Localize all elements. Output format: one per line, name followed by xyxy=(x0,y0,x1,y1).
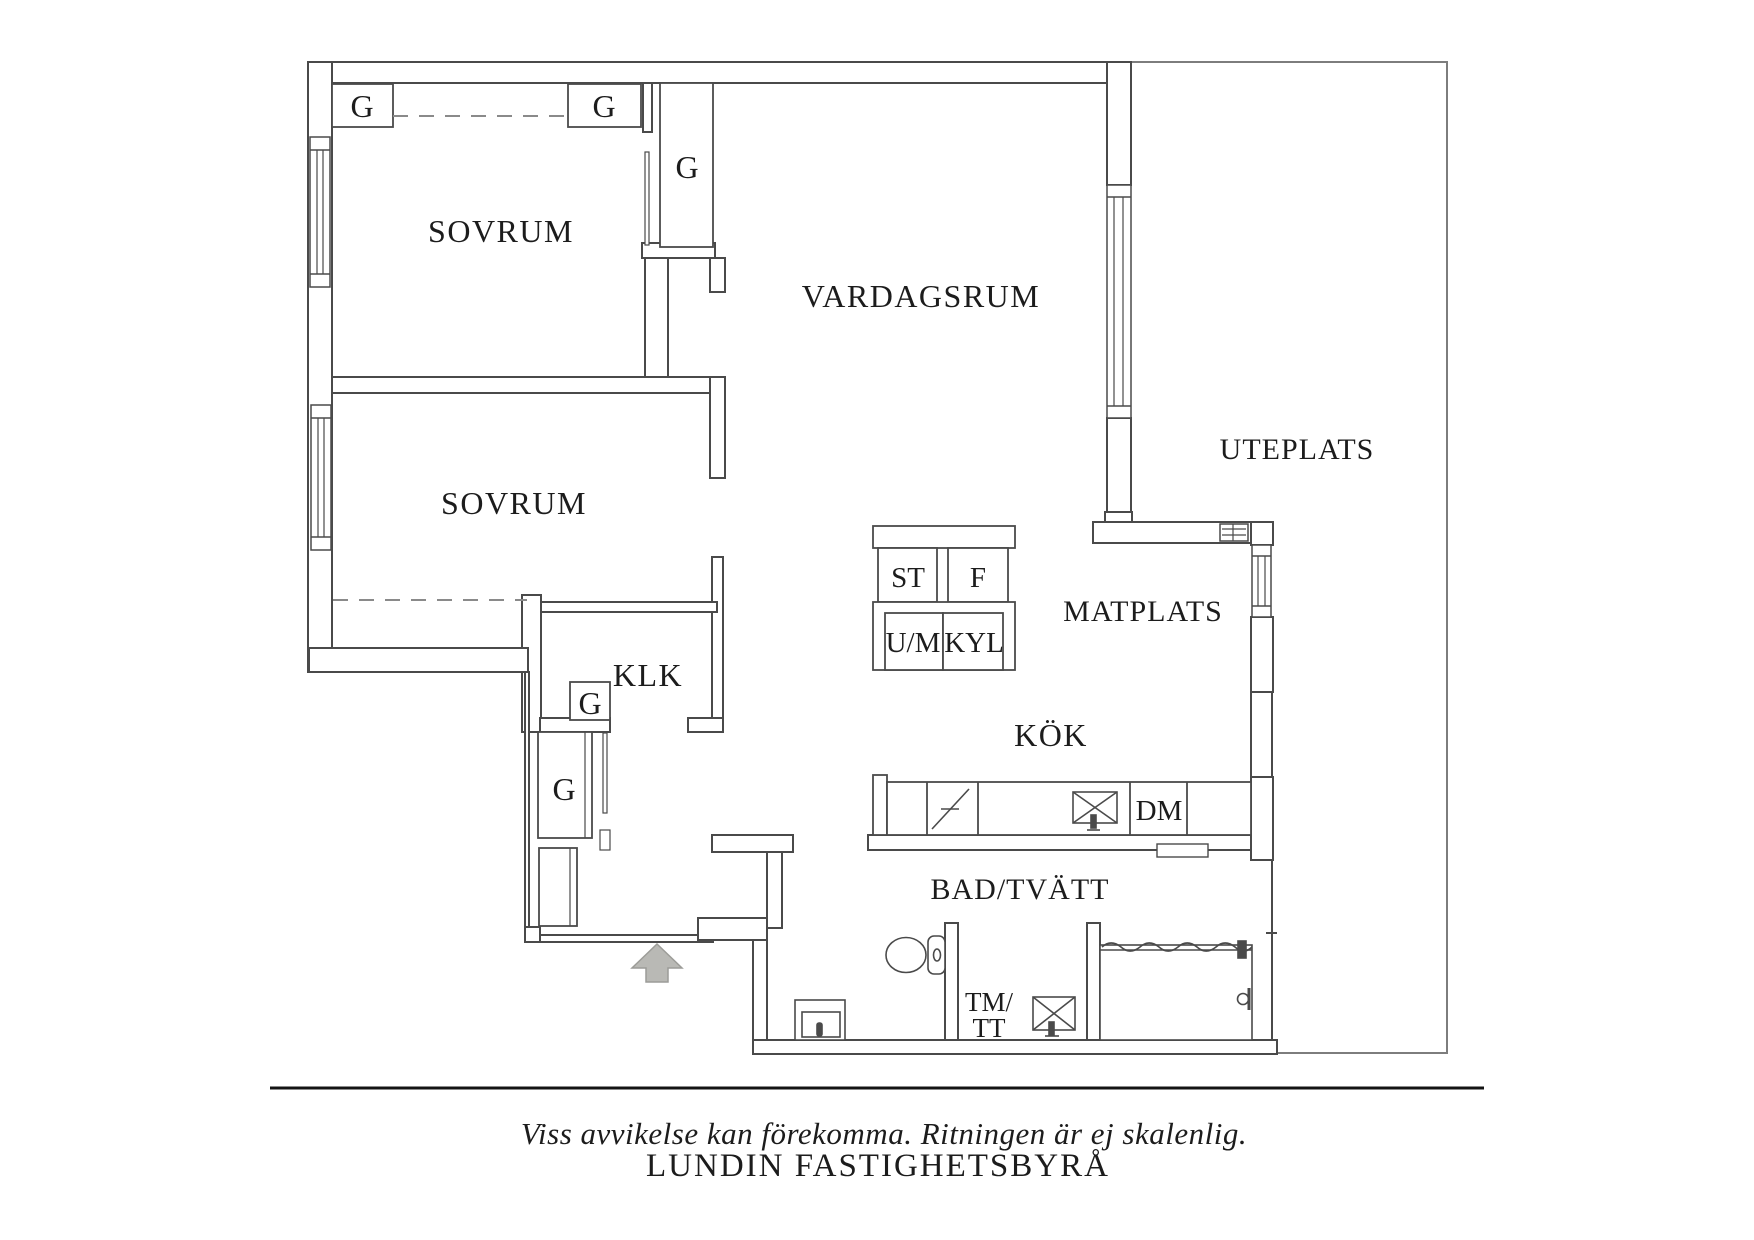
wall-right-thin xyxy=(1250,691,1273,778)
wall-right-1 xyxy=(1250,616,1274,693)
wall-matplats-step xyxy=(1104,511,1133,523)
wall-nook-stub xyxy=(642,82,653,133)
f-box xyxy=(947,547,1009,603)
wall-bedroom-divider xyxy=(331,376,726,394)
label-tm-line1: TM/ xyxy=(965,987,1014,1017)
wall-livingroom-east-upper xyxy=(1106,61,1132,186)
toilet-icon xyxy=(885,935,946,975)
label-closet-g3: G xyxy=(675,149,698,185)
door-leaf-klk xyxy=(602,732,608,814)
wall-top xyxy=(307,61,1132,84)
wall-entry-step-left xyxy=(524,926,541,943)
label-um: U/M xyxy=(886,627,941,659)
label-kyl: KYL xyxy=(944,627,1004,659)
window-bedroom1 xyxy=(309,136,331,288)
kyl-box xyxy=(942,612,1004,671)
st-box xyxy=(877,547,938,603)
wall-bedroom1-east xyxy=(644,257,669,378)
footer-disclaimer: Viss avvikelse kan förekomma. Ritningen … xyxy=(521,1116,1247,1151)
kitchen-sink-icon xyxy=(1072,791,1118,831)
counter-endcap xyxy=(872,774,888,836)
washbasin-vanity-icon xyxy=(794,999,846,1041)
wall-klk-foot xyxy=(687,717,724,733)
wall-livingroom-west-upper xyxy=(709,257,726,293)
wall-bottom xyxy=(752,1039,1278,1055)
kitchen-counter xyxy=(872,774,1252,858)
label-dm: DM xyxy=(1136,795,1183,827)
label-matplats: MATPLATS xyxy=(1063,595,1223,628)
window-matplats xyxy=(1251,544,1272,618)
wall-right-2 xyxy=(1250,776,1274,861)
wall-bath-stub2 xyxy=(1086,922,1101,1041)
wall-stub-hall xyxy=(599,829,611,851)
wall-divider-pier xyxy=(709,376,726,479)
wall-hall-jog-v xyxy=(766,851,783,929)
bathtub-icon xyxy=(1099,940,1253,1041)
wall-bath-west xyxy=(752,939,768,1047)
wall-klk-north xyxy=(527,601,718,613)
wall-bedroom2-south xyxy=(308,647,529,673)
uteplats-border xyxy=(1131,61,1448,1054)
wall-bath-step xyxy=(697,917,768,941)
label-tm-line2: TT xyxy=(973,1013,1006,1043)
label-sovrum-1: SOVRUM xyxy=(428,213,574,249)
closet-entry-box xyxy=(538,847,578,927)
footer-brand: LUNDIN FASTIGHETSBYRÅ xyxy=(646,1147,1110,1184)
entry-arrow-icon xyxy=(630,942,684,983)
wall-livingroom-east-lower xyxy=(1106,417,1132,513)
laundry-sink-icon xyxy=(1032,996,1076,1037)
label-st: ST xyxy=(891,562,925,594)
label-sovrum-2: SOVRUM xyxy=(441,485,587,521)
dashed-layer xyxy=(333,115,568,601)
label-vardagsrum: VARDAGSRUM xyxy=(802,278,1040,314)
uteplats-outline xyxy=(1131,61,1448,1054)
closets-layer xyxy=(331,82,714,927)
window-livingroom xyxy=(1106,184,1132,419)
island-top-bar xyxy=(872,525,1016,549)
label-bad-tvatt: BAD/TVÄTT xyxy=(931,873,1110,906)
bathroom-fixtures xyxy=(794,935,1253,1041)
closet-g1-box xyxy=(331,83,394,128)
balcony-door xyxy=(1219,523,1249,542)
wall-klk-east xyxy=(711,556,724,719)
closet-g4-box xyxy=(569,681,611,721)
wall-hall-west xyxy=(524,671,530,936)
footer: Viss avvikelse kan förekomma. Ritningen … xyxy=(270,1086,1484,1184)
wall-entry-south xyxy=(524,934,701,943)
closet-g3-box xyxy=(659,82,714,248)
label-closet-g4: G xyxy=(578,685,601,721)
labels-layer: G G G G G SOVRUM VARDAGSRUM SOVRUM UTEPL… xyxy=(350,88,1375,1043)
windows-layer xyxy=(309,136,1272,618)
label-klk: KLK xyxy=(613,657,683,693)
label-uteplats: UTEPLATS xyxy=(1220,433,1375,466)
label-kok: KÖK xyxy=(1014,717,1088,753)
window-bedroom2 xyxy=(310,404,332,551)
label-closet-g2: G xyxy=(592,88,615,124)
wall-hall-jog-h xyxy=(711,834,794,853)
label-closet-g1: G xyxy=(350,88,373,124)
appliance-island xyxy=(872,525,1016,671)
bath-door-threshold xyxy=(1156,843,1209,858)
label-f: F xyxy=(970,562,986,594)
wall-right-corner xyxy=(1250,521,1274,546)
label-closet-g5: G xyxy=(552,771,575,807)
door-leaf-bedroom1 xyxy=(644,151,650,246)
stove-icon xyxy=(931,788,970,830)
closet-g2-box xyxy=(567,83,642,128)
wall-bath-stub1 xyxy=(944,922,959,1041)
closet-g5-box xyxy=(537,731,593,839)
